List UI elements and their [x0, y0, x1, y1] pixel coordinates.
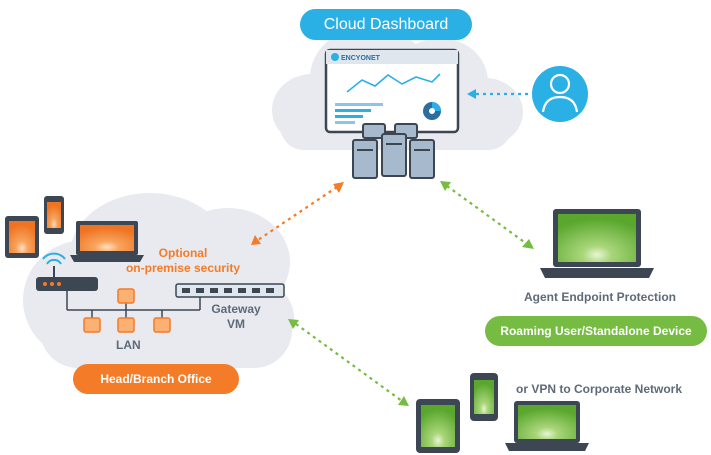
phone-orange-icon — [44, 196, 64, 234]
server-stack — [352, 123, 435, 179]
vpn-label: or VPN to Corporate Network — [516, 382, 683, 396]
router-icon — [36, 266, 98, 291]
cloud-dashboard-label: Cloud Dashboard — [300, 9, 472, 40]
dashboard-logo-text: ENCYONET — [341, 55, 381, 62]
tablet-green-icon — [416, 399, 460, 453]
lan-label: LAN — [116, 338, 141, 352]
gateway-vm-label: Gateway VM — [206, 302, 266, 332]
user-to-dashboard-arrow — [467, 89, 528, 99]
agent-endpoint-label: Agent Endpoint Protection — [524, 290, 676, 304]
vm-line: VM — [227, 317, 245, 331]
dashboard-window: ENCYONET — [324, 48, 460, 134]
on-premise-line: on-premise security — [125, 261, 241, 275]
dashboard-to-office-arrow — [251, 182, 344, 245]
office-to-vpn-arrow — [288, 319, 409, 406]
gateway-appliance-icon — [175, 283, 285, 298]
lan-network — [66, 291, 201, 318]
laptop-green-icon — [540, 209, 654, 278]
dashboard-to-roaming-arrow — [440, 181, 534, 249]
tablet-orange-icon — [5, 216, 39, 258]
dashboard-line-chart — [346, 73, 441, 93]
roaming-user-badge: Roaming User/Standalone Device — [485, 316, 707, 346]
wifi-signal-icon — [42, 252, 66, 265]
laptop-orange-icon — [70, 221, 144, 262]
head-office-badge: Head/Branch Office — [73, 364, 239, 394]
phone-green-icon — [470, 373, 498, 421]
optional-security-label: Optional on-premise security — [118, 246, 248, 276]
lan-node — [83, 288, 171, 333]
optional-line: Optional — [158, 246, 208, 260]
laptop-green-vpn-icon — [505, 401, 589, 451]
gateway-line: Gateway — [211, 302, 261, 316]
user-avatar-icon — [532, 66, 588, 122]
